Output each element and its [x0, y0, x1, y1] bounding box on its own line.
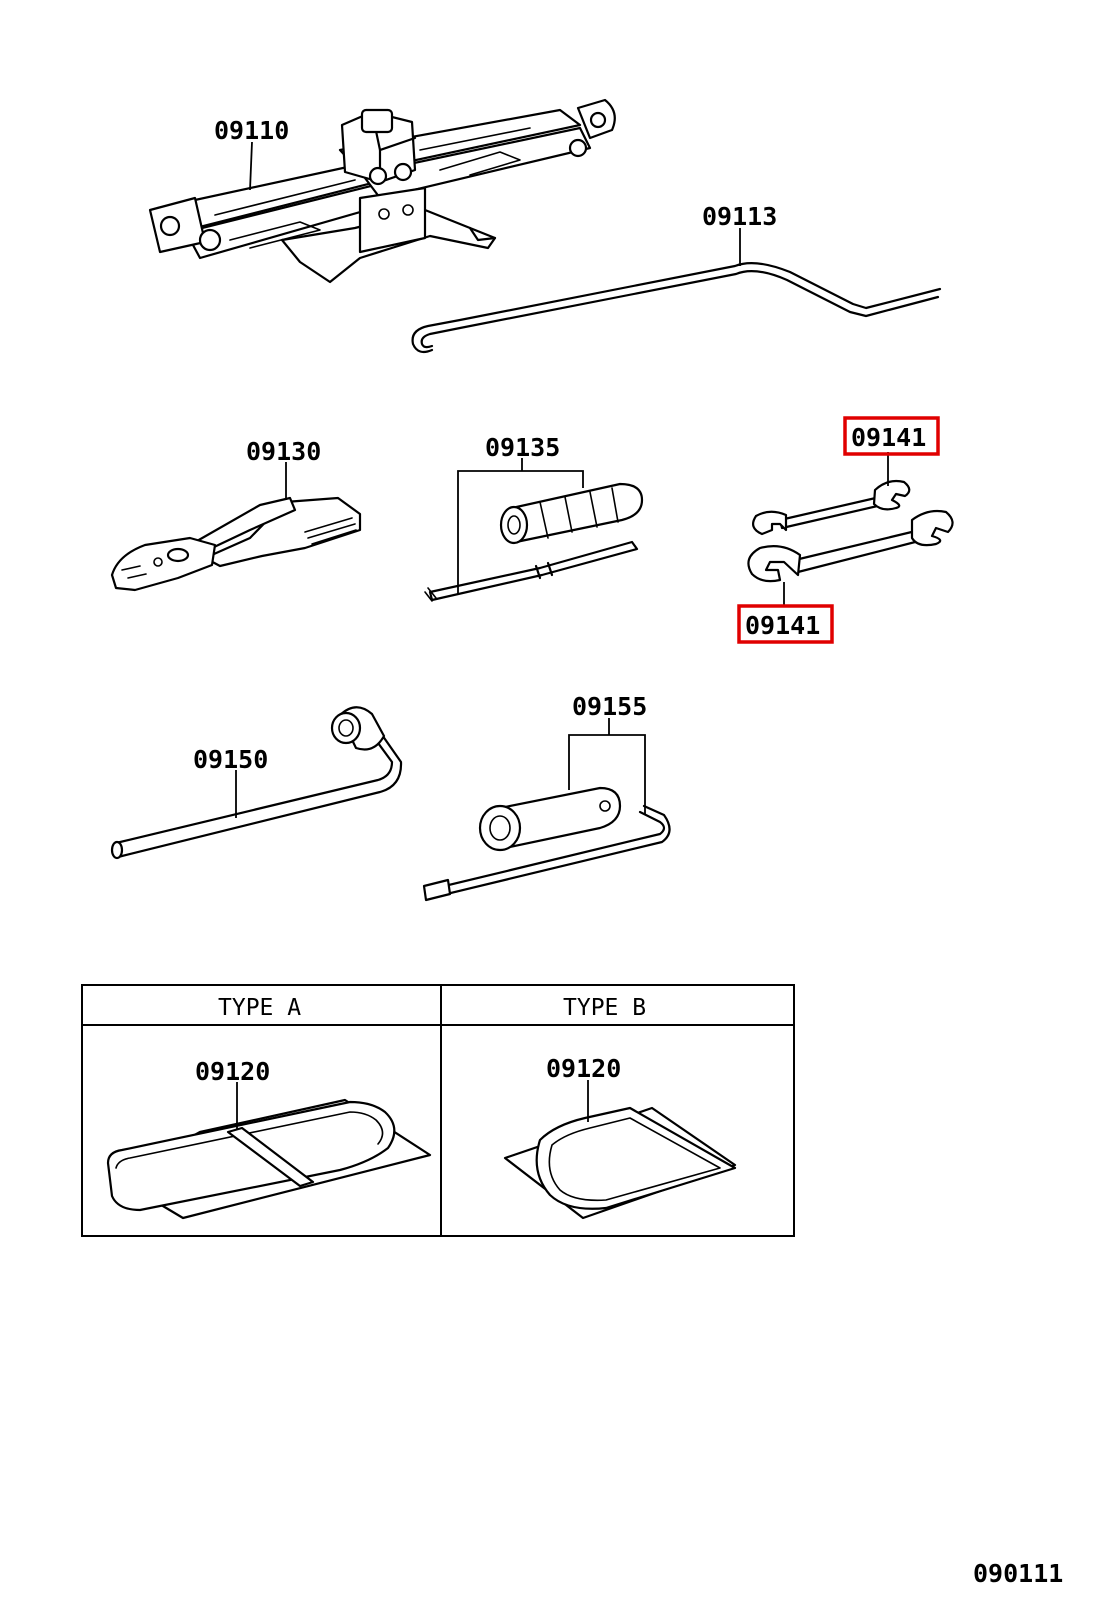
label-09130: 09130	[246, 437, 321, 466]
open-end-wrench-icon	[752, 479, 911, 536]
leader-09155	[568, 718, 646, 815]
scissor-jack-icon	[148, 98, 616, 284]
leader-09110	[249, 141, 253, 191]
lug-wrench-icon	[110, 706, 403, 860]
label-09141-bottom: 09141	[745, 611, 820, 640]
tool-bag-type-a-icon	[106, 1098, 432, 1220]
tool-bag-table	[81, 984, 795, 1237]
table-header-type-a: TYPE A	[218, 995, 301, 1021]
open-end-wrench-icon	[747, 509, 954, 583]
screwdriver-icon	[424, 482, 644, 602]
highlight-box-09141-bottom	[737, 604, 834, 644]
table-header-type-b: TYPE B	[563, 995, 646, 1021]
label-09120-type-b: 09120	[546, 1054, 621, 1083]
label-09110: 09110	[214, 116, 289, 145]
label-09135: 09135	[485, 433, 560, 462]
label-09120-type-a: 09120	[195, 1057, 270, 1086]
diagram-id: 090111	[973, 1559, 1063, 1588]
label-09113: 09113	[702, 202, 777, 231]
label-09150: 09150	[193, 745, 268, 774]
tool-bag-type-b-icon	[503, 1106, 737, 1220]
jack-handle-rod-icon	[411, 261, 942, 354]
label-09155: 09155	[572, 692, 647, 721]
label-09141-top: 09141	[851, 423, 926, 452]
highlight-box-09141-top	[843, 416, 940, 456]
spark-plug-wrench-icon	[422, 786, 671, 902]
pliers-icon	[110, 496, 362, 592]
leader-09135	[457, 458, 584, 595]
